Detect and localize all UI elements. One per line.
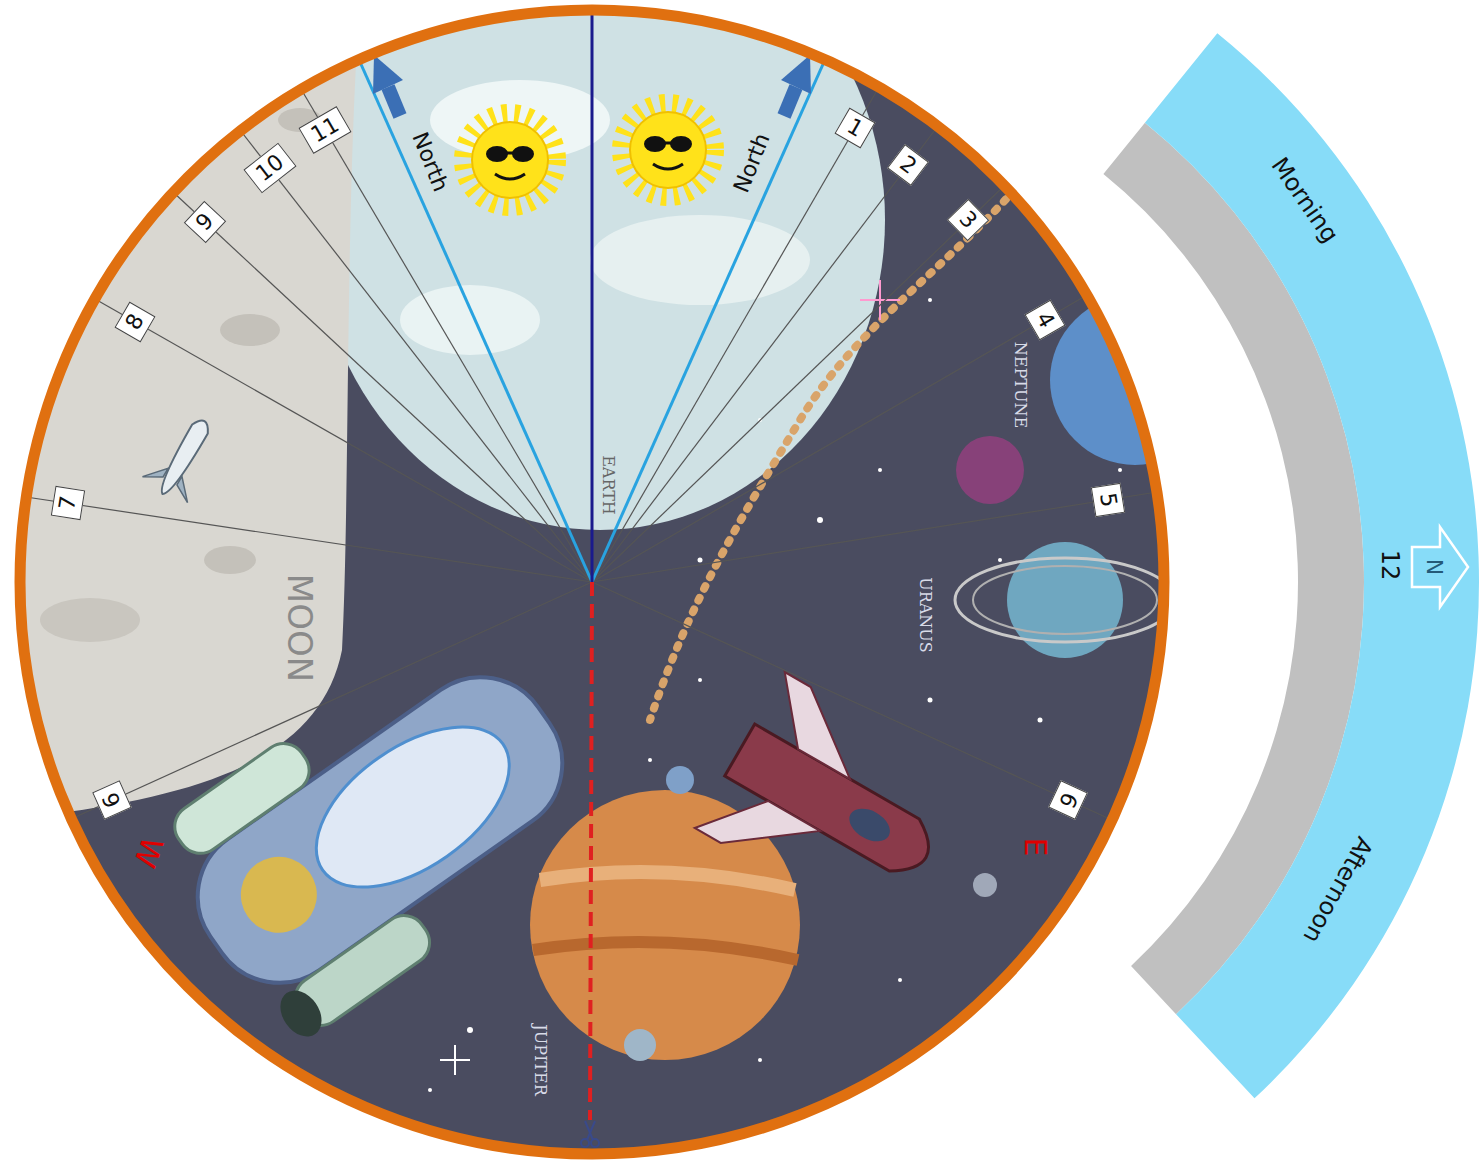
hour-number: 3 <box>947 199 989 241</box>
hour-number: 10 <box>243 143 296 194</box>
gnomon-edge <box>360 62 592 582</box>
compass-letter: W <box>129 833 167 871</box>
hour-number: 2 <box>887 144 929 186</box>
hour-number: 6 <box>92 780 132 820</box>
direction-label: North <box>730 130 773 195</box>
cut-line <box>590 582 592 1120</box>
hour-number: 8 <box>115 302 156 343</box>
noon-number: 12 <box>1378 550 1402 581</box>
dial-rim <box>20 10 1164 1154</box>
planet-name: MOON <box>283 574 317 682</box>
scissors-icon <box>581 1121 599 1147</box>
hour-number: 11 <box>298 106 351 154</box>
arrow-outline <box>1412 527 1468 607</box>
space-shuttle <box>140 408 227 507</box>
hour-number: 7 <box>51 486 85 520</box>
blue-band <box>1145 33 1479 1098</box>
hour-number: 4 <box>1025 300 1066 341</box>
north-arrow-symbol <box>373 55 811 116</box>
planet-name: URANUS <box>917 577 933 653</box>
spaceship <box>695 672 971 935</box>
north-letter: N <box>1423 559 1445 575</box>
hour-number: 5 <box>1091 483 1125 517</box>
north-arrow: N <box>1410 522 1470 612</box>
compass-letter: E <box>1020 838 1050 857</box>
hour-number: 1 <box>835 108 876 149</box>
hour-number: 9 <box>184 201 226 243</box>
planet-name: EARTH <box>600 455 616 515</box>
noon-line <box>591 12 594 582</box>
spaceship <box>142 609 619 1051</box>
sun-face <box>465 115 555 205</box>
space-background <box>0 0 1220 1172</box>
time-band: Morning12AfternoonN <box>1085 35 1483 1103</box>
hour-number: 6 <box>1048 780 1088 820</box>
planet-name: NEPTUNE <box>1012 342 1028 428</box>
gnomon-edge <box>592 62 824 582</box>
direction-label: North <box>408 129 451 194</box>
sun-face <box>623 105 713 195</box>
planet-name: JUPITER <box>532 1024 548 1095</box>
